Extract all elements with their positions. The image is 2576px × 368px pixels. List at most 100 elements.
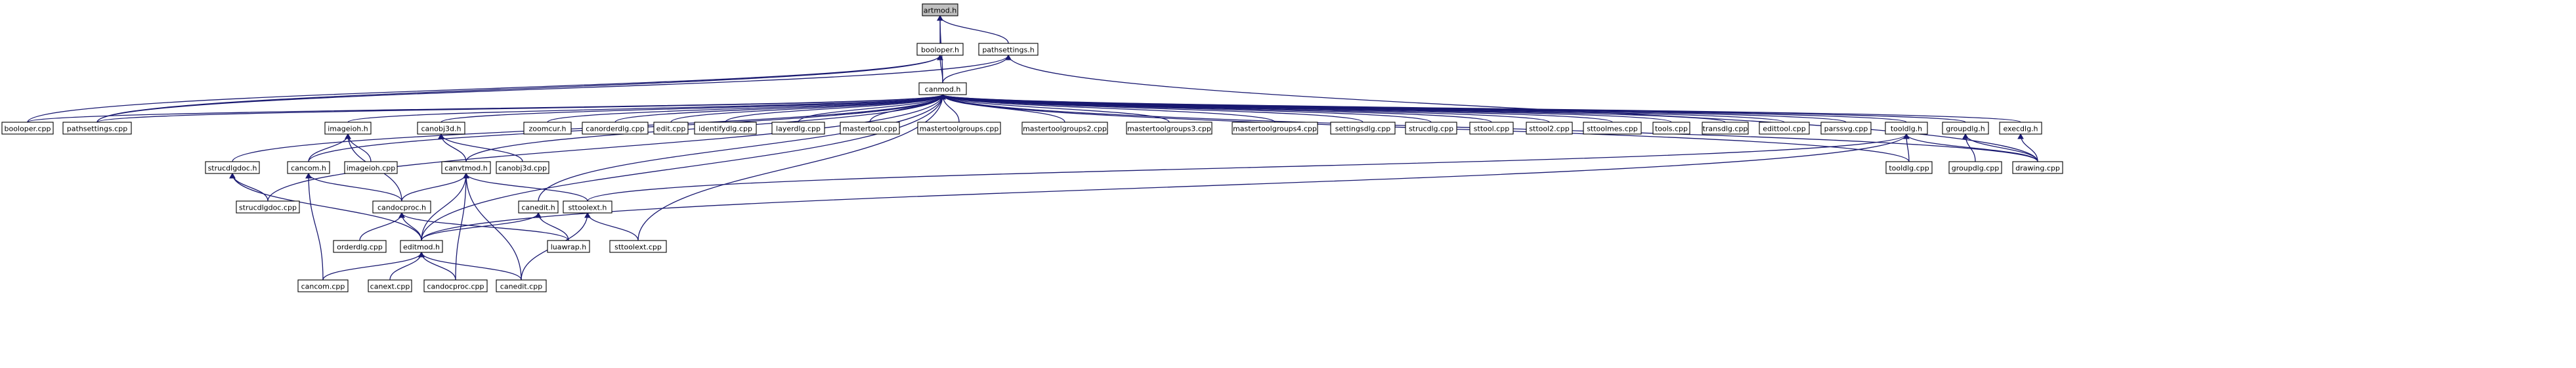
node-box-canorderdlg_cpp [582, 122, 649, 135]
node-execdlg_h[interactable]: execdlg.h [1999, 122, 2042, 135]
node-canext_cpp[interactable]: canext.cpp [368, 279, 412, 292]
edge-canmod_h-mastertoolgroups4_cpp [942, 94, 1276, 123]
node-label-drawing_cpp: drawing.cpp [2015, 164, 2060, 173]
node-mastertoolgroups2_cpp[interactable]: mastertoolgroups2.cpp [1021, 122, 1108, 135]
node-drawing_cpp[interactable]: drawing.cpp [2012, 161, 2063, 174]
arrowhead-booloper_h-pathsettings_cpp [937, 54, 943, 60]
node-sttoolext_h[interactable]: sttoolext.h [563, 200, 612, 214]
node-tooldlg_h[interactable]: tooldlg.h [1885, 122, 1928, 135]
node-canvtmod_h[interactable]: canvtmod.h [441, 161, 491, 174]
node-strucdlgdoc_cpp[interactable]: strucdlgdoc.cpp [236, 200, 300, 214]
node-cancom_h[interactable]: cancom.h [287, 161, 330, 174]
node-box-editmod_h [400, 240, 443, 253]
node-sttoolmes_cpp[interactable]: sttoolmes.cpp [1583, 122, 1642, 135]
node-pathsettings_h[interactable]: pathsettings.h [978, 43, 1039, 56]
node-box-tooldlg_cpp [1885, 161, 1933, 174]
edges-layer [27, 14, 2038, 281]
edge-pathsettings_h-pathsettings_cpp [97, 55, 1009, 123]
edge-tooldlg_h-sttoolext_h [587, 133, 1907, 202]
node-label-parssvg_cpp: parssvg.cpp [1824, 125, 1868, 133]
node-strucdlgdoc_h[interactable]: strucdlgdoc.h [205, 161, 260, 174]
node-booloper_cpp[interactable]: booloper.cpp [1, 122, 54, 135]
node-box-booloper_h [916, 43, 964, 56]
edge-canmod_h-editmod_h [421, 94, 943, 241]
node-box-sttoolext_cpp [609, 240, 667, 253]
node-canorderdlg_cpp[interactable]: canorderdlg.cpp [582, 122, 649, 135]
edge-cancom_h-candocproc_h [308, 173, 402, 202]
node-tools_cpp[interactable]: tools.cpp [1652, 122, 1690, 135]
node-label-execdlg_h: execdlg.h [2003, 125, 2038, 133]
node-identifydlg_cpp[interactable]: identifydlg.cpp [694, 122, 757, 135]
node-editmod_h[interactable]: editmod.h [400, 240, 443, 253]
node-mastertoolgroups3_cpp[interactable]: mastertoolgroups3.cpp [1126, 122, 1213, 135]
edge-editmod_h-canedit_cpp [421, 252, 522, 281]
node-box-groupdlg_h [1942, 122, 1989, 135]
node-box-tools_cpp [1652, 122, 1690, 135]
edge-canmod_h-pathsettings_cpp [97, 94, 943, 123]
node-canedit_cpp[interactable]: canedit.cpp [496, 279, 547, 292]
node-label-strucdlgdoc_h: strucdlgdoc.h [208, 164, 257, 173]
arrowhead-imageioh_h-candocproc_h [345, 133, 351, 139]
node-canobj3d_h[interactable]: canobj3d.h [417, 122, 465, 135]
node-label-strucdlg_cpp: strucdlg.cpp [1409, 125, 1453, 133]
node-box-cancom_cpp [297, 279, 349, 292]
node-groupdlg_cpp[interactable]: groupdlg.cpp [1948, 161, 2002, 174]
node-box-drawing_cpp [2012, 161, 2063, 174]
node-label-sttoolext_h: sttoolext.h [569, 204, 607, 212]
node-orderdlg_cpp[interactable]: orderdlg.cpp [333, 240, 387, 253]
node-artmod_h[interactable]: artmod.h [922, 3, 958, 16]
node-imageioh_h[interactable]: imageioh.h [324, 122, 372, 135]
node-strucdlg_cpp[interactable]: strucdlg.cpp [1405, 122, 1457, 135]
node-label-sttoolmes_cpp: sttoolmes.cpp [1587, 125, 1638, 133]
node-canedit_h[interactable]: canedit.h [518, 200, 559, 214]
node-groupdlg_h[interactable]: groupdlg.h [1942, 122, 1989, 135]
edge-booloper_h-booloper_cpp [27, 55, 941, 123]
node-sttool2_cpp[interactable]: sttool2.cpp [1526, 122, 1573, 135]
edge-candocproc_h-editmod_h [401, 212, 422, 241]
node-zoomcur_h[interactable]: zoomcur.h [523, 122, 572, 135]
arrowhead-groupdlg_h-drawing_cpp [1962, 133, 1969, 139]
edge-canmod_h-canorderdlg_cpp [614, 94, 943, 123]
node-label-imageioh_h: imageioh.h [328, 125, 368, 133]
node-luawrap_h[interactable]: luawrap.h [547, 240, 590, 253]
node-candocproc_cpp[interactable]: candocproc.cpp [423, 279, 488, 292]
node-imageioh_cpp[interactable]: imageioh.cpp [344, 161, 398, 174]
node-settingsdlg_cpp[interactable]: settingsdlg.cpp [1330, 122, 1396, 135]
node-box-tooldlg_h [1885, 122, 1928, 135]
node-label-artmod_h: artmod.h [924, 7, 957, 15]
node-label-canedit_h: canedit.h [521, 204, 555, 212]
node-label-canmod_h: canmod.h [925, 85, 961, 94]
node-box-mastertoolgroups3_cpp [1126, 122, 1213, 135]
node-box-transdlg_cpp [1702, 122, 1749, 135]
node-box-edit_cpp [653, 122, 689, 135]
node-label-orderdlg_cpp: orderdlg.cpp [337, 243, 383, 252]
node-mastertoolgroups4_cpp[interactable]: mastertoolgroups4.cpp [1232, 122, 1318, 135]
node-label-luawrap_h: luawrap.h [551, 243, 587, 252]
node-candocproc_h[interactable]: candocproc.h [372, 200, 431, 214]
node-cancom_cpp[interactable]: cancom.cpp [297, 279, 349, 292]
node-edit_cpp[interactable]: edit.cpp [653, 122, 689, 135]
edge-cancom_h-cancom_cpp [308, 173, 324, 281]
node-label-groupdlg_cpp: groupdlg.cpp [1952, 164, 1999, 173]
node-layerdlg_cpp[interactable]: layerdlg.cpp [771, 122, 825, 135]
node-parssvg_cpp[interactable]: parssvg.cpp [1820, 122, 1872, 135]
node-box-imageioh_h [324, 122, 372, 135]
node-box-artmod_h [922, 3, 958, 16]
node-canmod_h[interactable]: canmod.h [918, 82, 967, 95]
node-mastertoolgroups_cpp[interactable]: mastertoolgroups.cpp [917, 122, 1001, 135]
node-edittool_cpp[interactable]: edittool.cpp [1759, 122, 1810, 135]
node-box-luawrap_h [547, 240, 590, 253]
node-tooldlg_cpp[interactable]: tooldlg.cpp [1885, 161, 1933, 174]
node-label-canvtmod_h: canvtmod.h [444, 164, 488, 173]
node-label-cancom_cpp: cancom.cpp [301, 283, 345, 291]
node-mastertool_cpp[interactable]: mastertool.cpp [840, 122, 900, 135]
node-canobj3d_cpp[interactable]: canobj3d.cpp [496, 161, 549, 174]
edge-candocproc_h-orderdlg_cpp [359, 212, 402, 241]
node-pathsettings_cpp[interactable]: pathsettings.cpp [62, 122, 132, 135]
node-label-mastertoolgroups3_cpp: mastertoolgroups3.cpp [1127, 125, 1211, 133]
node-booloper_h[interactable]: booloper.h [916, 43, 964, 56]
node-sttool_cpp[interactable]: sttool.cpp [1469, 122, 1514, 135]
node-transdlg_cpp[interactable]: transdlg.cpp [1702, 122, 1749, 135]
node-sttoolext_cpp[interactable]: sttoolext.cpp [609, 240, 667, 253]
